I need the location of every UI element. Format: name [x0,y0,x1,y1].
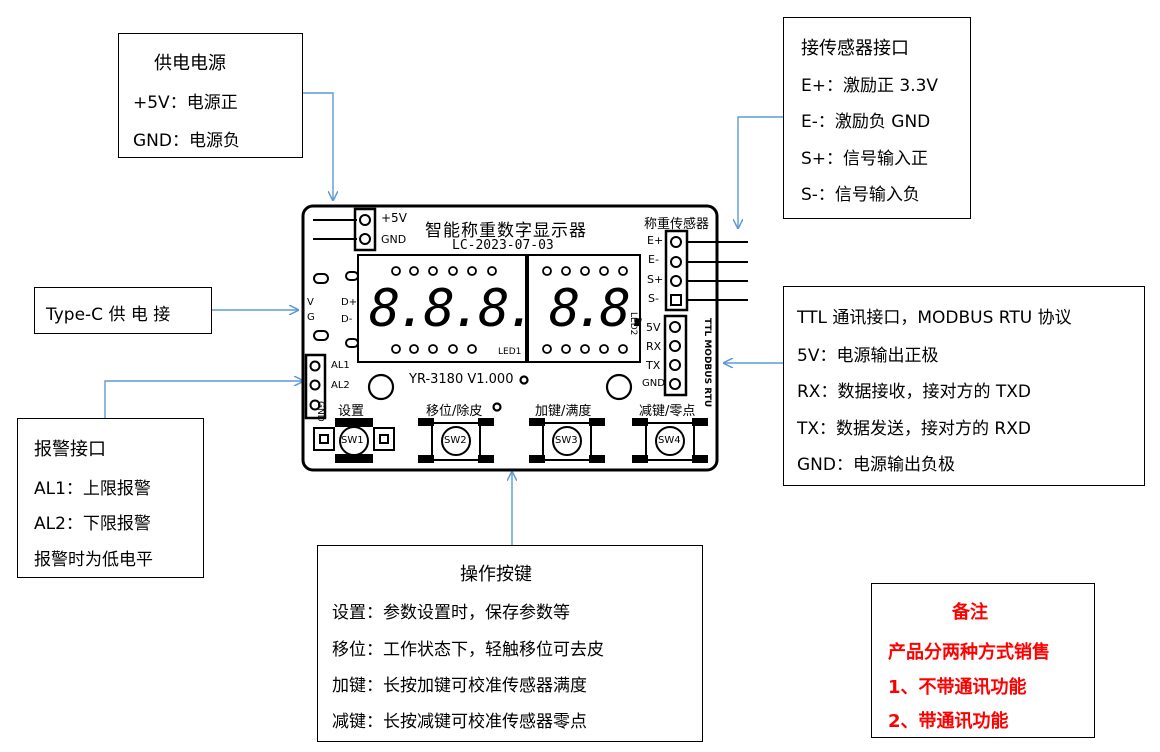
note-box-line: 产品分两种方式销售 [888,642,1050,663]
comm-box-line: GND：电源输出负极 [797,455,955,475]
power-pin-gnd: GND [381,233,407,246]
board-title: 智能称重数字显示器 [425,221,587,241]
alarm-pin-gnd: GND [315,401,325,422]
button-id-sw1[interactable]: SW1 [341,435,364,446]
button-label-shift: 移位/除皮 [426,404,483,419]
sensor-pin-eplus: E+ [647,234,664,247]
sensor-pin-eminus: E- [648,253,659,266]
sensor-box-line: E+：激励正 3.3V [801,76,939,96]
power-box-line: GND：电源负 [133,131,240,151]
comm-pin-5v: 5V [646,321,661,334]
usb-pin-dminus: D- [341,314,353,325]
comm-pin-rx: RX [646,340,662,353]
button-label-set: 设置 [338,404,365,419]
comm-box-line: TX：数据发送，接对方的 RXD [797,419,1031,439]
keys-box-line: 减键：长按减键可校准传感器零点 [332,712,587,732]
sensor-box-line: E-：激励负 GND [801,112,931,132]
alarm-connector [304,353,327,420]
comm-box-line: 5V：电源输出正极 [797,346,939,366]
alarm-box: 报警接口 AL1：上限报警 AL2：下限报警 报警时为低电平 [17,418,204,578]
sensor-box-line: S-：信号输入负 [801,185,920,205]
led1-label: LED1 [498,347,522,357]
button-id-sw4[interactable]: SW4 [658,435,681,446]
button-footprints [313,418,708,463]
keys-box-line: 加键：长按加键可校准传感器满度 [332,676,587,696]
power-box-line: +5V：电源正 [133,93,238,113]
comm-connector [663,314,688,397]
led1-pins [391,266,497,354]
led2-digits: 8.8. [549,279,656,339]
comm-pin-gnd: GND [642,378,665,389]
sensor-connector [664,229,748,312]
sensor-label: 称重传感器 [644,217,710,232]
keys-box: 操作按键 设置：参数设置时，保存参数等 移位：工作状态下，轻触移位可去皮 加键：… [317,545,703,742]
alarm-box-line: 报警时为低电平 [34,550,153,570]
sensor-box-line: S+：信号输入正 [801,149,929,169]
alarm-box-line: AL2：下限报警 [34,514,151,534]
power-box-title: 供电电源 [154,53,226,74]
arrow-power [303,92,333,200]
mounting-holes [367,373,633,412]
arrow-alarm [104,381,303,418]
usb-pin-v: V [307,297,314,308]
note-box-line: 1、不带通讯功能 [888,677,1027,698]
board-date: LC-2023-07-03 [452,238,554,253]
pcb-outline [301,204,719,472]
comm-box: TTL 通讯接口，MODBUS RTU 协议 5V：电源输出正极 RX：数据接收… [783,286,1145,486]
led-panels [357,254,641,363]
board-model: YR-3180 V1.000 [409,372,514,387]
comm-box-line: RX：数据接收，接对方的 TXD [797,382,1031,402]
note-box-line: 2、带通讯功能 [888,711,1009,732]
alarm-box-line: AL1：上限报警 [34,479,151,499]
callout-arrows [104,92,783,545]
keys-box-title: 操作按键 [460,564,532,585]
sensor-pin-sminus: S- [648,292,659,305]
comm-pin-tx: TX [646,359,661,372]
typec-box-label: Type-C 供 电 接 [46,305,171,325]
power-connector [313,207,377,252]
typec-box: Type-C 供 电 接 [34,287,212,334]
led2-pins [542,266,628,354]
comm-box-line: TTL 通讯接口，MODBUS RTU 协议 [797,308,1072,328]
usb-pin-dplus: D+ [341,297,358,308]
keys-box-line: 移位：工作状态下，轻触移位可去皮 [332,640,604,660]
arrow-sensor [738,116,783,228]
button-id-sw3[interactable]: SW3 [555,435,578,446]
sensor-box: 接传感器接口 E+：激励正 3.3V E-：激励负 GND S+：信号输入正 S… [783,17,971,219]
button-label-sub: 减键/零点 [639,404,696,419]
button-label-add: 加键/满度 [535,404,592,419]
alarm-pin-al2: AL2 [331,380,350,391]
button-id-sw2[interactable]: SW2 [444,435,467,446]
power-pin-plus5v: +5V [381,211,407,225]
note-box-title: 备注 [952,602,988,623]
sensor-pin-splus: S+ [647,273,664,286]
keys-box-line: 设置：参数设置时，保存参数等 [332,603,570,623]
button-caps [339,426,685,456]
note-box: 备注 产品分两种方式销售 1、不带通讯功能 2、带通讯功能 [871,583,1095,738]
alarm-pin-al1: AL1 [331,360,350,371]
usb-pin-g: G [307,312,315,323]
comm-vertical-label: TTL MODBUS RTU [702,318,712,408]
power-box: 供电电源 +5V：电源正 GND：电源负 [118,33,303,158]
alarm-box-title: 报警接口 [34,439,106,460]
led1-digits: 8.8.8. [369,279,537,339]
sensor-box-title: 接传感器接口 [801,38,909,59]
